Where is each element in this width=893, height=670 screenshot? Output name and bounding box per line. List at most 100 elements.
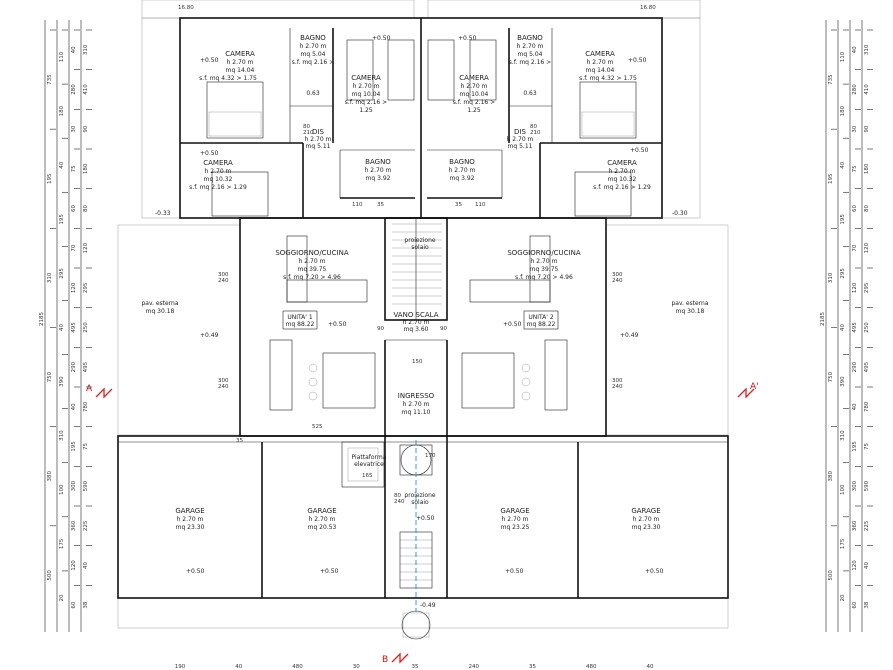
section-a2-label: A' [750, 382, 759, 392]
camera-tl-sf: s.f. mq 4.32 > 1.75 [199, 75, 257, 82]
misc-labels: Piattaforma elevatrice proiezione solaio… [86, 237, 759, 665]
left-dim-col1-1: 195 [47, 173, 53, 184]
left-dim-col2-5: 40 [59, 324, 65, 331]
right-dim-col4-4: 80 [864, 205, 870, 212]
right-dimension-chains [825, 20, 863, 632]
right-dim-col3-10: 195 [852, 441, 858, 452]
camera-tl-name: CAMERA [225, 50, 255, 58]
dim-240-ramp: 240 [394, 499, 405, 505]
camera-tr-name: CAMERA [585, 50, 615, 58]
bagno-ml-name: BAGNO [365, 158, 391, 166]
bagno-mr-name: BAGNO [449, 158, 475, 166]
dim-300-r: 300 [612, 272, 623, 278]
left-dim-col1-4: 380 [47, 471, 53, 482]
garage-3-name: GARAGE [500, 507, 529, 515]
garage-4-mq: mq 23.30 [632, 524, 661, 531]
camera-tl-mq: mq 14.04 [226, 67, 255, 74]
right-dim-col4-11: 590 [864, 480, 870, 491]
furniture [206, 39, 637, 640]
dim-35-garage: 35 [236, 438, 243, 444]
bottom-dim-3: 30 [353, 664, 360, 670]
left-dim-col4-7: 250 [83, 322, 89, 333]
left-dim-col4-4: 80 [83, 205, 89, 212]
left-dim-col2-8: 100 [59, 484, 65, 495]
bottom-dim-4: 35 [412, 664, 419, 670]
garage-3-mq: mq 23.25 [501, 524, 530, 531]
right-dim-col3-13: 120 [852, 560, 858, 571]
dis-l-mq: mq 5.11 [306, 143, 331, 150]
right-dim-col2-0: 110 [840, 51, 846, 62]
camera-ml-name: CAMERA [203, 159, 233, 167]
camera-mr-sf: s.f. mq 2.16 > 1.29 [593, 184, 651, 191]
ingresso-name: INGRESSO [398, 392, 435, 400]
camera-mr-mq: mq 10.32 [608, 176, 637, 183]
piattaforma-label: Piattaforma [352, 454, 387, 461]
camera-tmr-sf: s.f. mq 2.16 > [453, 99, 495, 106]
camera-ml-mq: mq 10.32 [204, 176, 233, 183]
unit-labels: UNITA' 1 mq 88.22 UNITA' 2 mq 88.22 [282, 310, 559, 330]
left-dim-col1-3: 750 [47, 371, 53, 382]
right-dim-col3-14: 60 [852, 601, 858, 608]
right-dim-col4-3: 180 [864, 163, 870, 174]
bagno-tl-mq: mq 5.04 [301, 51, 326, 58]
unit-2-mq: mq 88.22 [527, 321, 556, 328]
right-dim-col3-7: 495 [852, 322, 858, 333]
dim-170: 170 [425, 453, 436, 459]
bottom-dim-7: 480 [586, 664, 597, 670]
camera-ml-sf: s.f. mq 2.16 > 1.29 [189, 184, 247, 191]
unit-1-name: UNITA' 1 [287, 314, 313, 321]
garage-1-mq: mq 23.30 [176, 524, 205, 531]
bagno-mr-mq: mq 3.92 [450, 175, 475, 182]
right-dim-col2-2: 40 [840, 161, 846, 168]
level-garage-3: +0.50 [505, 568, 524, 575]
pav-r-name: pav. esterna [671, 300, 708, 307]
right-dim-col3-1: 280 [852, 84, 858, 95]
camera-ml-h: h 2.70 m [205, 168, 232, 175]
level-ext-l: -0.33 [155, 210, 171, 217]
left-dim-col3-6: 120 [71, 282, 77, 293]
left-dim-col3-3: 75 [71, 165, 77, 172]
dim-300-l: 300 [218, 272, 229, 278]
level-tl: +0.50 [200, 57, 219, 64]
camera-mr-name: CAMERA [607, 159, 637, 167]
left-dim-col3-0: 40 [71, 46, 77, 53]
right-dim-col4-0: 310 [864, 44, 870, 55]
bottom-dim-1: 40 [235, 664, 242, 670]
right-dim-col1-4: 380 [828, 471, 834, 482]
right-dim-col3-2: 30 [852, 125, 858, 132]
level-garage-2: +0.50 [320, 568, 339, 575]
right-dim-col4-1: 410 [864, 84, 870, 95]
right-dim-col2-1: 180 [840, 105, 846, 116]
dis-r-h: h 2.70 m [507, 136, 534, 143]
left-dim-col4-8: 495 [83, 361, 89, 372]
soggiorno-l-h: h 2.70 m [299, 258, 326, 265]
level-mr: +0.50 [630, 147, 649, 154]
right-dim-col2-4: 295 [840, 268, 846, 279]
right-dim-col3-5: 70 [852, 244, 858, 251]
dim-210-r: 210 [530, 130, 541, 136]
camera-tr-h: h 2.70 m [587, 59, 614, 66]
bagno-tr-name: BAGNO [517, 34, 543, 42]
right-dim-col1-5: 500 [828, 570, 834, 581]
left-dim-col4-3: 180 [83, 163, 89, 174]
left-dim-col4-11: 590 [83, 480, 89, 491]
left-dim-col3-14: 60 [71, 601, 77, 608]
camera-tmr-name: CAMERA [459, 74, 489, 82]
dim-210-l: 210 [303, 130, 314, 136]
right-dim-col2-10: 20 [840, 594, 846, 601]
dim-240-r2: 240 [612, 384, 623, 390]
right-dim-col2-5: 40 [840, 324, 846, 331]
walls [117, 17, 729, 599]
left-dim-col2-6: 390 [59, 376, 65, 387]
left-dim-col2-2: 40 [59, 161, 65, 168]
left-dim-col4-2: 90 [83, 125, 89, 132]
vano-scala-h: h 2.70 m [403, 319, 430, 326]
top-dimension-labels: 16.80 16.80 [178, 5, 656, 11]
left-dim-col4-5: 120 [83, 242, 89, 253]
right-dim-col4-12: 225 [864, 520, 870, 531]
left-dim-col4-13: 40 [83, 562, 89, 569]
left-dim-col3-13: 120 [71, 560, 77, 571]
section-marker-a [95, 387, 113, 399]
dim-2185-l: 2185 [39, 312, 45, 326]
